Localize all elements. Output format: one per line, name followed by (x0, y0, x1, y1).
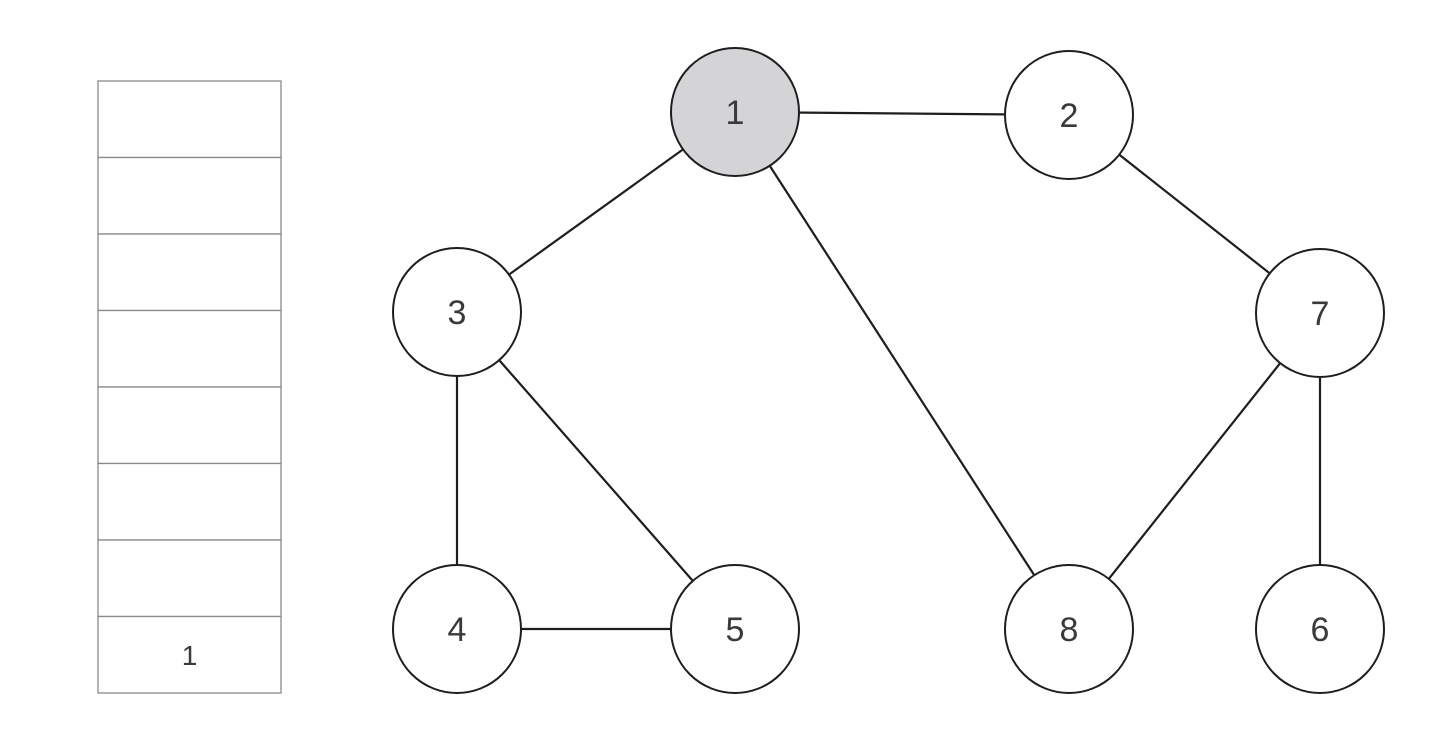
node-6: 6 (1255, 564, 1385, 694)
node-7: 7 (1255, 248, 1385, 378)
edge-7-8 (1067, 311, 1322, 631)
stack-cell-6 (97, 462, 282, 541)
node-label: 6 (1311, 611, 1330, 649)
stack-cell-1 (97, 80, 282, 159)
stack-cell-value: 1 (182, 640, 198, 671)
stack-cell-4 (97, 309, 282, 388)
node-label: 4 (448, 611, 467, 649)
node-circle (392, 247, 522, 377)
node-circle (670, 564, 800, 694)
node-2: 2 (1004, 50, 1134, 180)
node-label: 7 (1311, 295, 1330, 333)
stack-cell-8: 1 (97, 615, 282, 694)
node-1: 1 (670, 47, 800, 177)
node-3: 3 (392, 247, 522, 377)
node-circle (1255, 564, 1385, 694)
visited-node-circle (670, 47, 800, 177)
stack-cell-7 (97, 539, 282, 618)
node-label: 1 (726, 94, 745, 132)
node-4: 4 (392, 564, 522, 694)
node-circle (1004, 50, 1134, 180)
node-8: 8 (1004, 564, 1134, 694)
node-label: 3 (448, 294, 467, 332)
edge-1-8 (733, 110, 1071, 631)
stack-cell-3 (97, 233, 282, 312)
graph-edges (455, 110, 1322, 631)
node-circle (1255, 248, 1385, 378)
node-label: 8 (1060, 611, 1079, 649)
node-5: 5 (670, 564, 800, 694)
node-circle (1004, 564, 1134, 694)
node-label: 5 (726, 611, 745, 649)
graph-nodes: 1 2 3 7 4 5 8 6 (392, 47, 1385, 694)
node-circle (392, 564, 522, 694)
stack-cell-2 (97, 156, 282, 235)
stack-cell-5 (97, 386, 282, 465)
node-label: 2 (1060, 97, 1079, 135)
stack-panel: 1 (97, 80, 282, 694)
edge-3-5 (455, 310, 737, 631)
